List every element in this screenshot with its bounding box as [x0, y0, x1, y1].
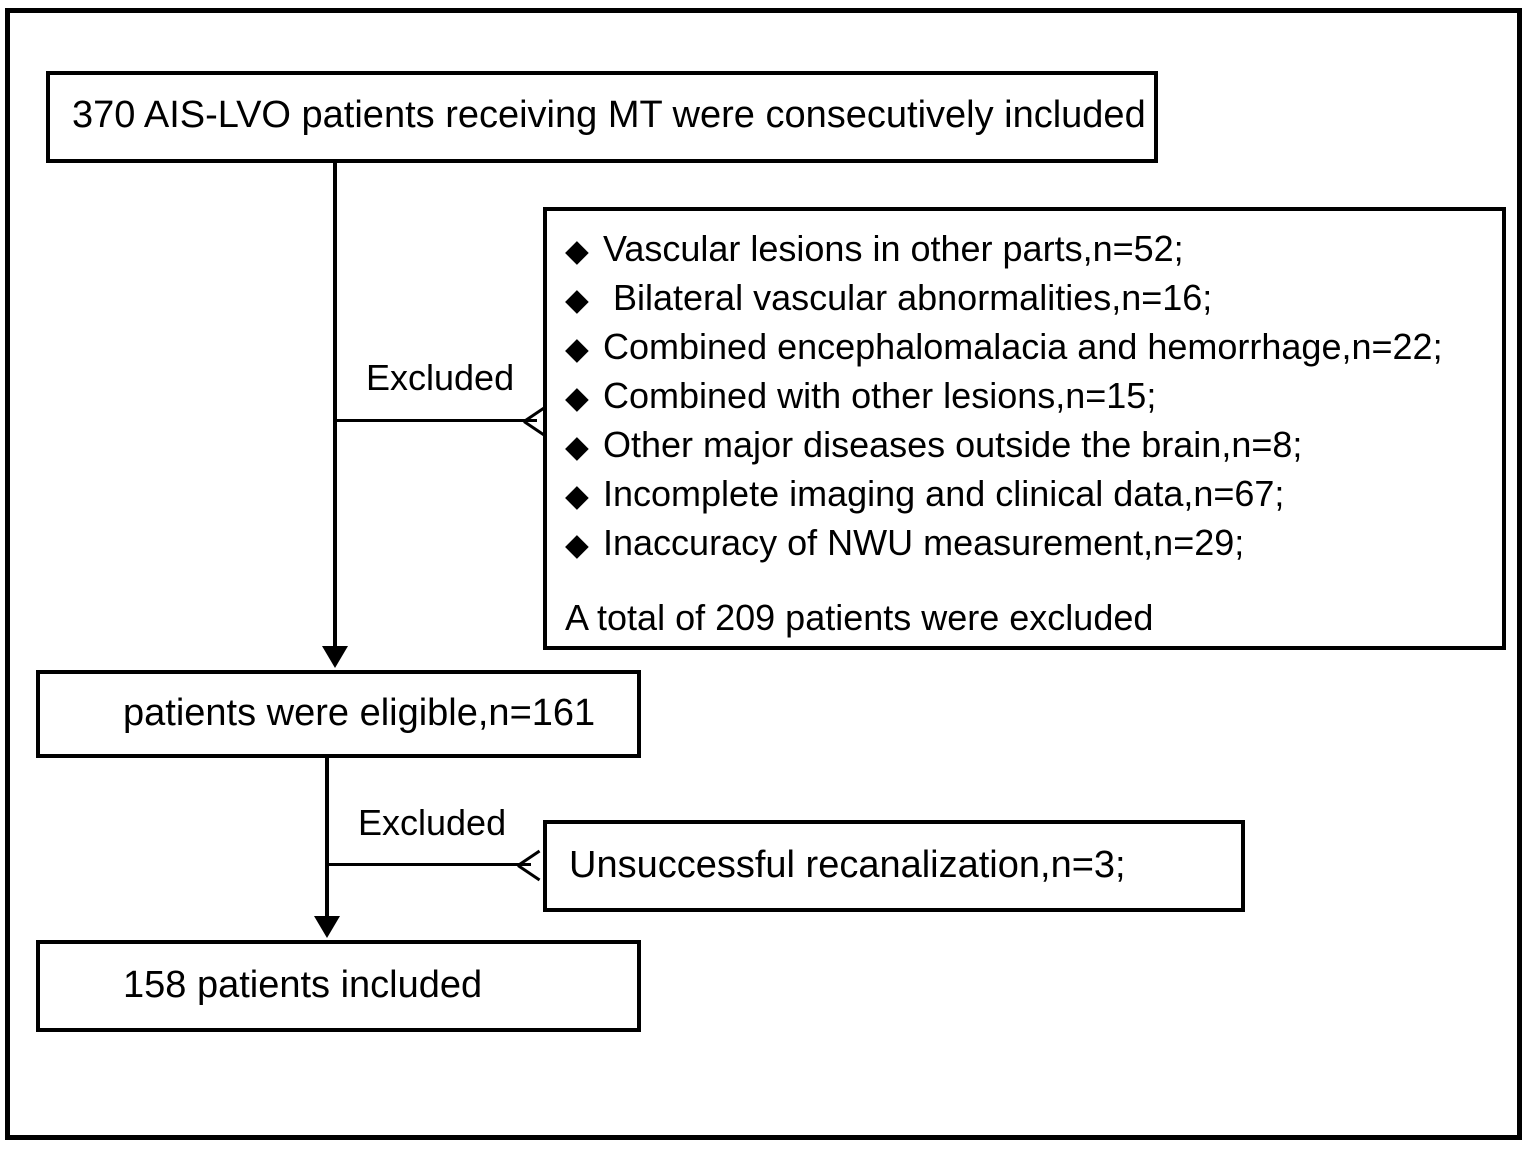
list-item-label: Combined with other lesions,n=15; [603, 375, 1157, 416]
connector-enrolled-to-exclusions [335, 419, 537, 422]
list-item: ◆ Combined encephalomalacia and hemorrhag… [565, 323, 1494, 372]
arrowhead-down-icon [314, 916, 340, 938]
diamond-bullet-icon: ◆ [565, 233, 589, 268]
node-final-included: 158 patients included [36, 940, 641, 1032]
connector-enrolled-to-eligible [333, 163, 337, 648]
list-item-label: Other major diseases outside the brain,n… [603, 424, 1303, 465]
diamond-bullet-icon: ◆ [565, 282, 589, 317]
list-item: ◆ Vascular lesions in other parts,n=52; [565, 225, 1494, 274]
list-item-label: Combined encephalomalacia and hemorrhage… [603, 326, 1443, 367]
node-unsuccessful-label: Unsuccessful recanalization,n=3; [569, 844, 1126, 886]
diamond-bullet-icon: ◆ [565, 331, 589, 366]
node-eligible-label: patients were eligible,n=161 [123, 692, 596, 734]
node-enrolled-label: 370 AIS-LVO patients receiving MT were c… [72, 94, 1146, 136]
node-exclusion-criteria: ◆ Vascular lesions in other parts,n=52; ◆… [543, 207, 1506, 650]
list-item: ◆ Combined with other lesions,n=15; [565, 372, 1494, 421]
exclusion-list: ◆ Vascular lesions in other parts,n=52; ◆… [565, 225, 1494, 568]
diamond-bullet-icon: ◆ [565, 429, 589, 464]
node-included-label: 158 patients included [123, 964, 483, 1006]
connector-eligible-to-included [325, 758, 329, 918]
connector-label-excluded-1: Excluded [366, 357, 515, 398]
arrowhead-right-icon [517, 849, 541, 882]
arrowhead-down-icon [322, 646, 348, 668]
connector-eligible-to-unsuccessful [327, 863, 531, 866]
list-item-label: Vascular lesions in other parts,n=52; [603, 228, 1184, 269]
node-enrolled-patients: 370 AIS-LVO patients receiving MT were c… [46, 71, 1158, 163]
connector-label-excluded-2: Excluded [358, 802, 507, 843]
list-item-label: Bilateral vascular abnormalities,n=16; [603, 277, 1213, 318]
diamond-bullet-icon: ◆ [565, 478, 589, 513]
list-item: ◆ Inaccuracy of NWU measurement,n=29; [565, 519, 1494, 568]
node-unsuccessful-recanalization: Unsuccessful recanalization,n=3; [543, 820, 1245, 912]
diamond-bullet-icon: ◆ [565, 380, 589, 415]
list-item: ◆ Incomplete imaging and clinical data,n=… [565, 470, 1494, 519]
exclusion-total-label: A total of 209 patients were excluded [565, 597, 1154, 638]
figure-outer-frame [5, 8, 1522, 1140]
node-eligible-patients: patients were eligible,n=161 [36, 670, 641, 758]
list-item-label: Inaccuracy of NWU measurement,n=29; [603, 522, 1245, 563]
diamond-bullet-icon: ◆ [565, 527, 589, 562]
list-item: ◆ Bilateral vascular abnormalities,n=16; [565, 274, 1494, 323]
list-item-label: Incomplete imaging and clinical data,n=6… [603, 473, 1285, 514]
list-item: ◆ Other major diseases outside the brain,… [565, 421, 1494, 470]
